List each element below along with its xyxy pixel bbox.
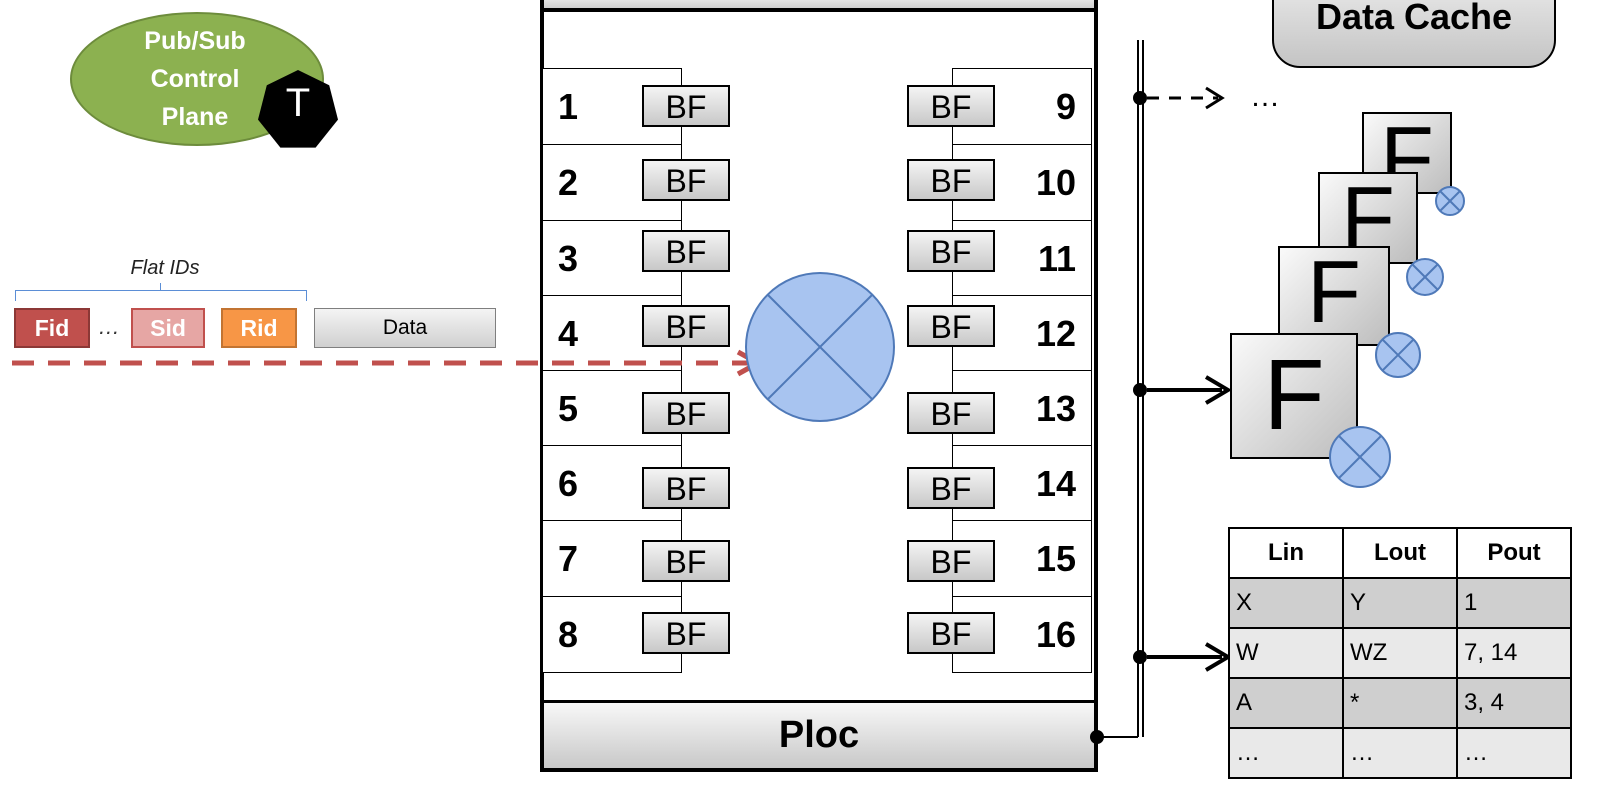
- table-row: A * 3, 4: [1228, 677, 1572, 729]
- flat-ids-brace: [15, 290, 307, 301]
- table-header-row: Lin Lout Pout: [1228, 527, 1572, 579]
- port-number: 14: [1035, 463, 1076, 504]
- table-cell: …: [1456, 727, 1572, 779]
- combiner-icon: [745, 272, 895, 422]
- table-branch-arrow: [1133, 642, 1232, 672]
- ploc-bar: Ploc: [544, 700, 1094, 768]
- bloom-filter-box: BF: [907, 392, 995, 434]
- cache-ellipsis: …: [1250, 80, 1280, 113]
- table-cell: A: [1228, 677, 1344, 729]
- port-number: 16: [1035, 614, 1076, 655]
- port-number: 5: [558, 388, 579, 429]
- table-cell: X: [1228, 577, 1344, 629]
- table-cell: W: [1228, 627, 1344, 679]
- port-number: 15: [1035, 538, 1076, 579]
- table-cell: 3, 4: [1456, 677, 1572, 729]
- port-number: 7: [558, 538, 579, 579]
- bloom-filter-box: BF: [642, 540, 730, 582]
- port-number: 3: [558, 238, 579, 279]
- bloom-filter-box: BF: [642, 305, 730, 347]
- bloom-filter-box: BF: [907, 467, 995, 509]
- port-number: 2: [558, 162, 579, 203]
- packet-fid-field: Fid: [14, 308, 90, 348]
- forwarding-table: Lin Lout Pout X Y 1 W WZ 7, 14 A * 3, 4 …: [1228, 527, 1572, 779]
- bloom-filter-box: BF: [907, 540, 995, 582]
- filter-card-1: F: [1230, 333, 1358, 459]
- control-plane-label: Pub/Sub Control Plane: [120, 22, 270, 136]
- table-cell: *: [1342, 677, 1458, 729]
- table-cell: …: [1228, 727, 1344, 779]
- bloom-filter-box: BF: [642, 392, 730, 434]
- small-combiner-icon: [1329, 426, 1391, 488]
- cache-branch-dashed: [1133, 86, 1225, 110]
- table-cell: …: [1342, 727, 1458, 779]
- table-header-lin: Lin: [1228, 527, 1344, 579]
- table-cell: Y: [1342, 577, 1458, 629]
- port-number: 8: [558, 614, 579, 655]
- topology-node-label: T: [285, 81, 311, 125]
- bloom-filter-box: BF: [907, 230, 995, 272]
- table-cell: WZ: [1342, 627, 1458, 679]
- flat-ids-brace-tick: [160, 283, 161, 291]
- port-number: 1: [558, 86, 579, 127]
- table-row: X Y 1: [1228, 577, 1572, 629]
- bloom-filter-box: BF: [642, 467, 730, 509]
- flat-ids-label: Flat IDs: [130, 257, 200, 279]
- bloom-filter-box: BF: [907, 305, 995, 347]
- port-number: 12: [1035, 313, 1076, 354]
- bloom-filter-box: BF: [642, 230, 730, 272]
- bloom-filter-box: BF: [642, 612, 730, 654]
- port-number: 11: [1037, 238, 1076, 279]
- control-plane-line-3: Plane: [161, 103, 229, 131]
- packet-rid-field: Rid: [221, 308, 297, 348]
- port-number: 10: [1035, 162, 1076, 203]
- small-combiner-icon: [1406, 258, 1444, 296]
- packet-ellipsis: …: [98, 314, 120, 339]
- table-header-lout: Lout: [1342, 527, 1458, 579]
- port-number: 9: [1055, 86, 1076, 127]
- bloom-filter-box: BF: [907, 159, 995, 201]
- packet-sid-field: Sid: [131, 308, 205, 348]
- port-number: 6: [558, 463, 579, 504]
- data-cache: Data Cache: [1272, 0, 1556, 68]
- table-row: W WZ 7, 14: [1228, 627, 1572, 679]
- small-combiner-icon: [1435, 186, 1465, 216]
- bloom-filter-box: BF: [642, 85, 730, 127]
- small-combiner-icon: [1375, 332, 1421, 378]
- packet-data-field: Data: [314, 308, 496, 348]
- filter-card-3: F: [1318, 172, 1418, 264]
- table-cell: 1: [1456, 577, 1572, 629]
- control-plane-line-1: Pub/Sub: [144, 27, 246, 55]
- table-header-pout: Pout: [1456, 527, 1572, 579]
- bloom-filter-box: BF: [642, 159, 730, 201]
- port-number: 4: [558, 313, 579, 354]
- table-cell: 7, 14: [1456, 627, 1572, 679]
- bloom-filter-box: BF: [907, 85, 995, 127]
- filter-branch-arrow: [1133, 375, 1232, 405]
- filter-card-2: F: [1278, 246, 1390, 346]
- router-top-bar: [540, 0, 1098, 12]
- control-plane-line-2: Control: [150, 65, 240, 93]
- bloom-filter-box: BF: [907, 612, 995, 654]
- port-number: 13: [1035, 388, 1076, 429]
- table-row: … … …: [1228, 727, 1572, 779]
